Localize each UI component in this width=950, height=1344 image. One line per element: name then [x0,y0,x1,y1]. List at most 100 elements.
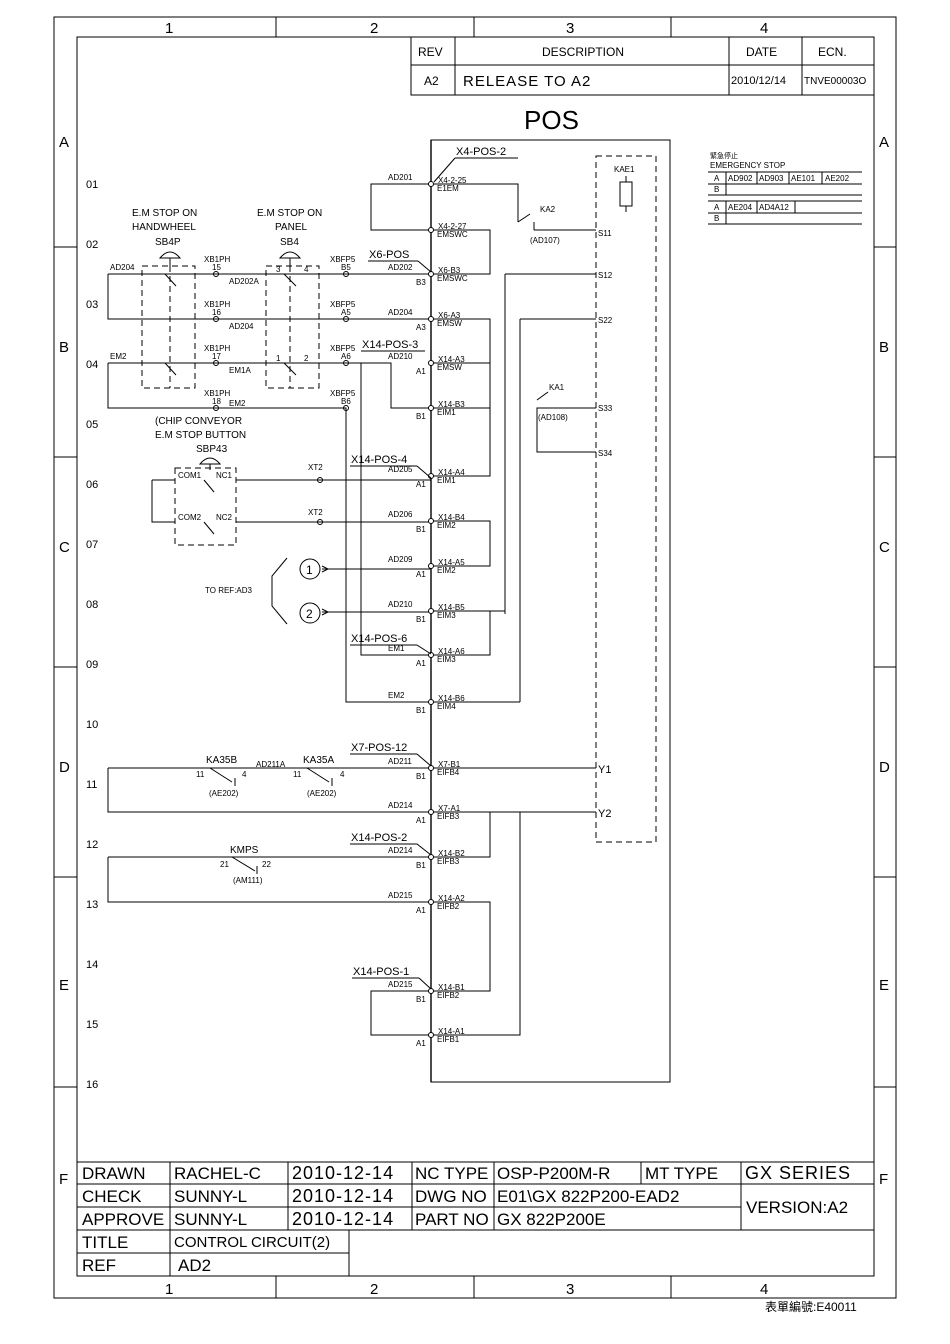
nc-type-value: OSP-P200M-R [497,1164,610,1183]
col-label-4-bottom: 4 [760,1281,768,1298]
nc-type-label: NC TYPE [415,1164,488,1183]
pin-bottom-p18: EIFB1 [437,1035,460,1044]
pin-wire-p14: AD214 [388,801,413,810]
pin-wire-p4: AD204 [388,308,413,317]
pin-top-p11: X14-A6 [438,647,465,656]
rev-value: A2 [424,74,439,88]
pin-bottom-p3: EMSWC [437,274,468,283]
dwg-no-label: DWG NO [415,1187,487,1206]
col-label-1-top: 1 [165,20,173,37]
row-label-B-right: B [879,339,889,356]
pin-bottom-p2: EMSWC [437,230,468,239]
pin-side-p17: B1 [416,995,426,1004]
ka2-label: KA2 [540,205,556,214]
line-number-13: 13 [86,899,98,911]
approve-date: 2010-12-14 [292,1209,394,1229]
xb1ph-n15: 15 [212,263,221,272]
pin-node-p10 [428,608,434,614]
pin-top-p6: X14-B3 [438,400,465,409]
emergency-stop-label-en: EMERGENCY STOP [710,161,785,170]
sb4-mushroom-icon [278,251,302,259]
xb1ph-4: XB1PH [204,389,230,398]
line-number-02: 02 [86,239,98,251]
pin-bottom-p7: EIM1 [437,476,456,485]
kmps-n2: 22 [262,860,271,869]
xbfp5-3: XBFP5 [330,344,356,353]
terminal-s11: S11 [598,229,612,238]
part-no-value: GX 822P200E [497,1210,606,1229]
sbp43-nc1: NC1 [216,471,233,480]
xbfp5-2: XBFP5 [330,300,356,309]
ref-label: REF [82,1256,116,1275]
pin-node-p3 [428,271,434,277]
pin-side-p16: A1 [416,906,426,915]
sbp43-nc2: NC2 [216,513,233,522]
pin-top-p15: X14-B2 [438,849,465,858]
line-number-08: 08 [86,599,98,611]
kmps-ref: (AM111) [233,876,263,885]
sbp43-name: SBP43 [196,444,228,455]
es-row-a1-c2: AD903 [759,174,784,183]
xt2-1: XT2 [308,463,323,472]
sb4p-line2: HANDWHEEL [132,222,196,233]
line-number-14: 14 [86,959,98,971]
pin-wire-p8: AD206 [388,510,413,519]
pin-wire-p9: AD209 [388,555,413,564]
pin-top-p7: X14-A4 [438,468,465,477]
es-row-a2-c0: A [714,203,720,212]
check-date: 2010-12-14 [292,1186,394,1206]
line-number-11: 11 [86,779,97,791]
line-number-03: 03 [86,299,98,311]
revision-block: REV DESCRIPTION DATE ECN. A2 RELEASE TO … [410,36,875,96]
pin-top-p10: X14-B5 [438,603,465,612]
check-label: CHECK [82,1187,142,1206]
pin-top-p3: X6-B3 [438,266,461,275]
pin-top-p16: X14-A2 [438,894,465,903]
switch-sbp43: (CHIP CONVEYOR E.M STOP BUTTON SBP43 COM… [155,416,246,546]
mt-type-label: MT TYPE [645,1164,718,1183]
pin-side-p9: A1 [416,570,426,579]
xbfp5-a5: A5 [341,308,351,317]
row-label-D-right: D [879,759,890,776]
sbp43-com1: COM1 [178,471,202,480]
pin-bottom-p12: EIM4 [437,702,456,711]
ref-circle-1 [299,558,321,580]
pin-wire-p11: EM1 [388,644,405,653]
ecn-header: ECN. [818,45,847,59]
pin-side-p13: B1 [416,772,426,781]
line-number-05: 05 [86,419,98,431]
col-label-4-top: 4 [760,20,768,37]
sb4p-name: SB4P [155,237,181,248]
sb4-contact-3: 3 [276,265,281,274]
es-row-b2-c0: B [714,214,719,223]
rev-header: REV [418,45,443,59]
drawn-label: DRAWN [82,1164,146,1183]
kmps-n1: 21 [220,860,229,869]
pin-node-p15 [428,854,434,860]
pin-top-p5: X14-A3 [438,355,465,364]
pin-top-p18: X14-A1 [438,1027,465,1036]
ka35b-label: KA35B [206,755,237,766]
connector-x14-pos-1: X14-POS-1 [353,966,409,978]
es-row-a1-c0: A [714,174,720,183]
pin-bottom-p14: EIFB3 [437,812,460,821]
kae1-label: KAE1 [614,165,635,174]
connector-x14-pos-3: X14-POS-3 [362,339,418,351]
sbp43-mushroom-icon [198,457,222,465]
pin-side-p11: A1 [416,659,426,668]
pin-top-p12: X14-B6 [438,694,465,703]
row-label-A-left: A [59,134,69,151]
line-number-01: 01 [86,179,98,191]
pin-wire-p13: AD211 [388,757,412,766]
title-label: TITLE [82,1233,128,1252]
pin-side-p10: B1 [416,615,426,624]
switch-sb4: E.M STOP ON PANEL SB4 [257,208,322,389]
sbp43-line2: E.M STOP BUTTON [155,430,246,441]
row-label-F-left: F [59,1171,68,1188]
pin-wire-p1: AD201 [388,173,413,182]
sb4-contact-4: 4 [304,265,309,274]
pin-side-p15: B1 [416,861,426,870]
date-header: DATE [746,45,777,59]
line-number-07: 07 [86,539,98,551]
pin-node-p13 [428,765,434,771]
